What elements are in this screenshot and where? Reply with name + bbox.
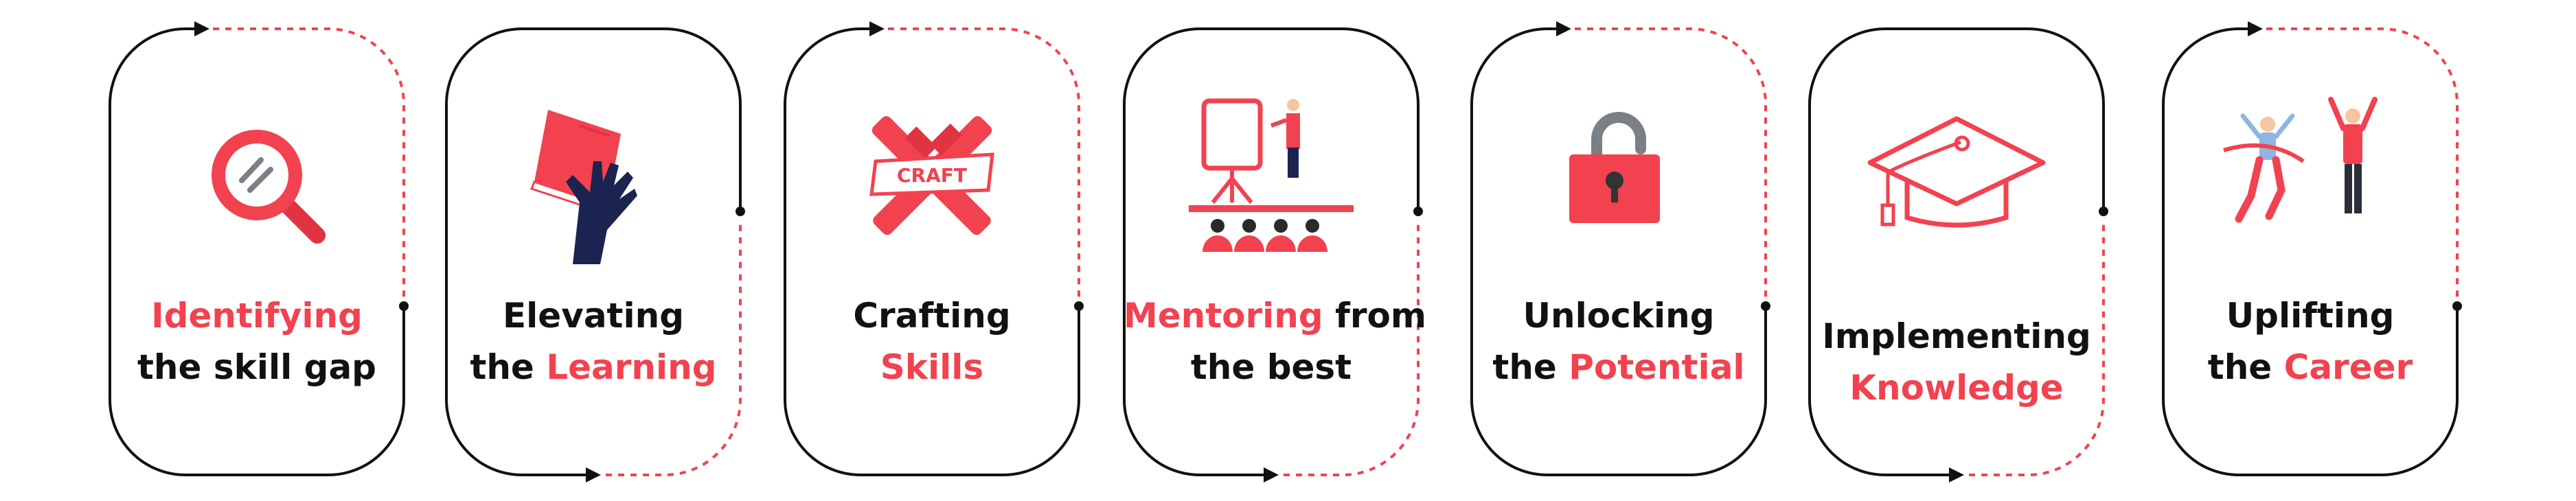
card-outline-solid	[1198, 27, 1420, 213]
step-caption-uplift-line2: the Career	[2163, 341, 2458, 393]
caption-word: Elevating	[503, 296, 684, 336]
caption-word: Uplifting	[2226, 296, 2395, 336]
celebrating-people-icon	[2223, 97, 2378, 223]
caption-word: from	[1323, 296, 1426, 336]
card-outline-dashed	[1969, 220, 2105, 476]
card-outline-solid	[521, 27, 742, 213]
presentation-icon	[1189, 98, 1354, 252]
card-uplift	[2162, 21, 2462, 476]
caption-word: the best	[1190, 347, 1352, 387]
card-unlock	[1470, 21, 1770, 476]
arrow-right-icon	[1949, 467, 1964, 482]
step-caption-craft-line2: Skills	[784, 341, 1080, 393]
card-outline-solid	[859, 305, 1080, 476]
card-outline-dashed	[213, 27, 405, 298]
caption-word: Implementing	[1822, 316, 2091, 356]
card-outline-solid	[109, 27, 197, 476]
caption-word: the	[470, 347, 547, 387]
card-outline-solid	[784, 27, 872, 476]
connector-dot	[1761, 301, 1770, 311]
card-outline-solid	[184, 305, 405, 476]
highlight-word: Knowledge	[1849, 368, 2064, 408]
highlight-word: Identifying	[151, 296, 363, 336]
card-identify	[109, 21, 409, 476]
arrow-right-icon	[1556, 21, 1571, 36]
card-outline-solid	[1884, 27, 2105, 213]
arrow-right-icon	[2248, 21, 2263, 36]
graduation-cap-icon	[1867, 116, 2046, 228]
caption-word: Unlocking	[1523, 296, 1715, 336]
step-caption-identify-line2: the skill gap	[109, 341, 404, 393]
card-outline-dashed	[606, 220, 742, 476]
step-caption-implement-line2: Knowledge	[1809, 362, 2104, 414]
step-caption-elevate-line1: Elevating	[446, 290, 741, 342]
card-elevate	[445, 27, 745, 482]
card-outline-solid	[1123, 27, 1266, 476]
step-caption-mentor-line1: Mentoring from	[1124, 290, 1426, 342]
craft-tools-icon: CRAFT	[869, 116, 994, 235]
connector-dot	[399, 301, 409, 311]
card-outline-solid	[2162, 27, 2250, 476]
card-outline-solid	[1808, 27, 1952, 476]
card-outline-solid	[2237, 305, 2459, 476]
step-caption-mentor-line2: the best	[1124, 341, 1419, 393]
connector-dot	[736, 207, 745, 216]
card-craft	[784, 21, 1084, 476]
card-outline-dashed	[888, 27, 1080, 298]
card-outline-solid	[1546, 305, 1767, 476]
arrow-right-icon	[1264, 467, 1279, 482]
card-implement	[1808, 27, 2108, 482]
craft-label: CRAFT	[897, 164, 967, 187]
connector-dot	[2452, 301, 2462, 311]
arrow-right-icon	[869, 21, 885, 36]
card-outline-solid	[1470, 27, 1559, 476]
step-caption-implement-line1: Implementing	[1809, 310, 2104, 362]
card-outline-dashed	[1575, 27, 1767, 298]
step-caption-unlock-line1: Unlocking	[1471, 290, 1766, 342]
step-caption-uplift-line1: Uplifting	[2163, 290, 2458, 342]
book-hand-icon	[530, 110, 637, 264]
magnifier-icon	[212, 130, 326, 244]
connector-dot	[2099, 207, 2108, 216]
highlight-word: Mentoring	[1124, 296, 1323, 336]
caption-word: the	[1492, 347, 1569, 387]
open-padlock-icon	[1569, 112, 1660, 223]
step-caption-identify-line1: Identifying	[109, 290, 404, 342]
step-caption-craft-line1: Crafting	[784, 290, 1080, 342]
arrow-right-icon	[586, 467, 601, 482]
step-caption-elevate-line2: the Learning	[446, 341, 741, 393]
caption-word: Crafting	[853, 296, 1011, 336]
caption-word: the skill gap	[137, 347, 376, 387]
card-outline-dashed	[1284, 220, 1420, 476]
highlight-word: Career	[2283, 347, 2413, 387]
card-outline-dashed	[2266, 27, 2459, 298]
caption-word: the	[2207, 347, 2284, 387]
highlight-word: Potential	[1569, 347, 1745, 387]
arrow-right-icon	[194, 21, 209, 36]
card-outline-solid	[445, 27, 589, 476]
card-mentor	[1123, 27, 1423, 482]
connector-dot	[1413, 207, 1423, 216]
step-caption-unlock-line2: the Potential	[1471, 341, 1766, 393]
connector-dot	[1074, 301, 1084, 311]
highlight-word: Learning	[546, 347, 717, 387]
highlight-word: Skills	[880, 347, 984, 387]
